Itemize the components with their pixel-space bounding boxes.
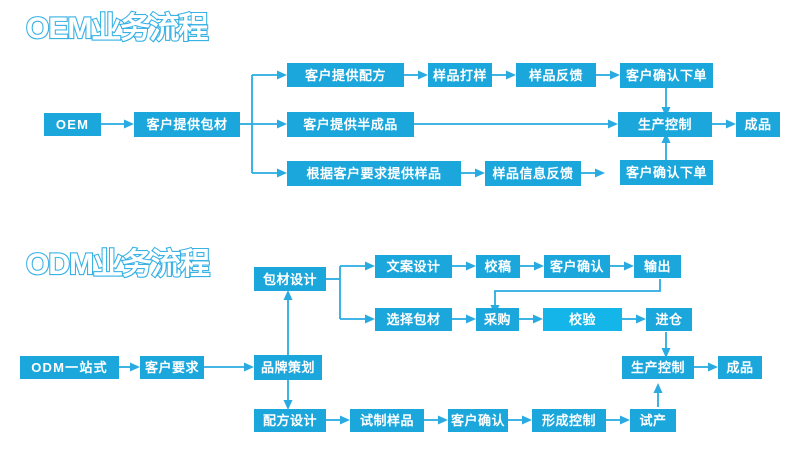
odm-node-verification[interactable]: 校验 (543, 308, 622, 331)
oem-node-finished-goods[interactable]: 成品 (736, 112, 780, 137)
oem-node-confirm-order-top[interactable]: 客户确认下单 (620, 63, 713, 88)
odm-node-package-design[interactable]: 包材设计 (254, 267, 326, 291)
odm-node-copy-design[interactable]: 文案设计 (375, 255, 452, 278)
odm-node-finished-goods[interactable]: 成品 (718, 356, 762, 379)
oem-node-customer-formula[interactable]: 客户提供配方 (287, 63, 404, 87)
odm-node-customer-requirement[interactable]: 客户要求 (140, 356, 204, 379)
odm-node-customer-confirm-bottom[interactable]: 客户确认 (448, 409, 508, 432)
odm-node-purchase[interactable]: 采购 (476, 308, 519, 331)
oem-node-packaging[interactable]: 客户提供包材 (134, 112, 240, 137)
odm-node-trial-production[interactable]: 试产 (630, 409, 676, 432)
odm-node-customer-confirm-top[interactable]: 客户确认 (544, 255, 610, 278)
section-title-oem: OEM业务流程 (25, 12, 210, 45)
odm-node-production-control[interactable]: 生产控制 (622, 356, 694, 379)
oem-node-sample-proof[interactable]: 样品打样 (428, 63, 492, 87)
odm-node-start[interactable]: ODM一站式 (20, 356, 119, 379)
odm-node-warehouse-in[interactable]: 进仓 (646, 308, 692, 331)
oem-node-sample-feedback[interactable]: 样品反馈 (516, 63, 596, 87)
oem-node-start[interactable]: OEM (44, 113, 101, 136)
oem-node-sample-info-feedback[interactable]: 样品信息反馈 (485, 161, 581, 186)
oem-node-production-control[interactable]: 生产控制 (618, 112, 712, 137)
oem-node-confirm-order-bottom[interactable]: 客户确认下单 (620, 160, 713, 185)
oem-node-sample-on-request[interactable]: 根据客户要求提供样品 (287, 161, 461, 186)
section-title-odm: ODM业务流程 (25, 248, 211, 281)
odm-node-proofreading[interactable]: 校稿 (476, 255, 520, 278)
odm-node-output[interactable]: 输出 (634, 255, 681, 278)
odm-node-trial-sample[interactable]: 试制样品 (350, 409, 424, 432)
odm-node-form-control[interactable]: 形成控制 (532, 409, 606, 432)
odm-node-select-package[interactable]: 选择包材 (375, 308, 452, 331)
oem-node-semi-finished[interactable]: 客户提供半成品 (287, 112, 414, 137)
odm-node-formula-design[interactable]: 配方设计 (254, 409, 326, 432)
odm-node-brand-planning[interactable]: 品牌策划 (254, 355, 322, 380)
